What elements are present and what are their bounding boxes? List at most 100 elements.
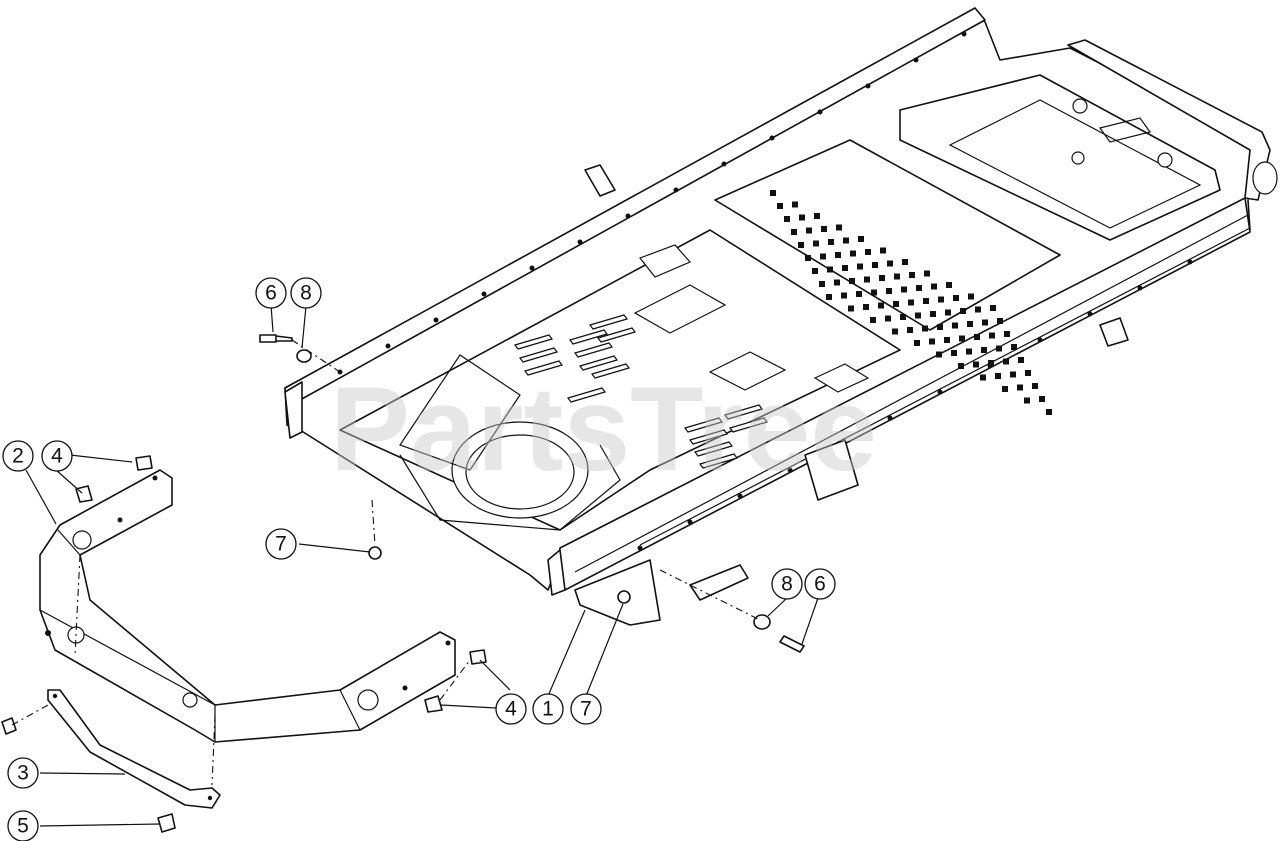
perforation (842, 265, 848, 271)
watermark-text: PartsTree (330, 362, 877, 496)
perforation (863, 304, 869, 310)
perforation (952, 322, 958, 329)
rail-hole (481, 291, 487, 297)
perforation (1017, 384, 1023, 391)
perforation (848, 305, 854, 312)
callout-7-right[interactable]: 7 (570, 693, 602, 725)
perforation (1025, 370, 1031, 376)
callout-4-lower[interactable]: 4 (495, 693, 527, 725)
perforation (791, 229, 797, 235)
rear-deck-plate (899, 74, 1221, 241)
perforation (886, 288, 892, 294)
side-tab (689, 564, 749, 601)
slot (519, 347, 558, 363)
perforation (857, 263, 863, 270)
front-left-bracket (284, 381, 303, 439)
callout-7-left[interactable]: 7 (265, 528, 297, 560)
perforation (997, 318, 1003, 324)
callout-5[interactable]: 5 (7, 810, 39, 841)
screw-right-b (424, 695, 443, 713)
perforation (1002, 386, 1008, 392)
perforation (959, 335, 965, 342)
slot (684, 417, 723, 433)
perforation (770, 190, 776, 196)
perforation (828, 239, 834, 245)
perforation (901, 286, 907, 293)
perforation (914, 340, 920, 346)
perforation (814, 213, 820, 219)
perforation (878, 302, 884, 309)
callout-7-right-label: 7 (580, 698, 592, 721)
rail-hole (887, 415, 893, 421)
callout-5-label: 5 (17, 815, 29, 838)
perforation (885, 315, 891, 322)
perforation (843, 237, 849, 244)
callout-6-upper[interactable]: 6 (255, 277, 287, 309)
slot (699, 453, 738, 469)
perforation (799, 214, 805, 221)
callout-3-label: 3 (17, 762, 29, 785)
slot (589, 314, 628, 330)
rail-hole (385, 343, 391, 349)
perforation (893, 301, 899, 307)
callout-8-lower[interactable]: 8 (771, 568, 803, 600)
perforation (777, 203, 783, 209)
slot (579, 355, 618, 371)
perforation (879, 275, 885, 281)
perforation (1018, 357, 1024, 363)
perforation (900, 314, 906, 320)
rail-hole (625, 213, 631, 219)
perforation (924, 270, 930, 277)
bolt-lower-right (779, 635, 805, 653)
rail-hole (1037, 337, 1043, 343)
perforation (872, 262, 878, 268)
front-bumper (39, 469, 456, 743)
callout-8-upper[interactable]: 8 (290, 277, 322, 309)
perforation (1003, 358, 1009, 365)
callout-6-upper-label: 6 (265, 282, 277, 305)
rear-pin (1099, 317, 1129, 347)
perforation (907, 327, 913, 333)
perforation (1004, 331, 1010, 337)
rail-hole (1187, 259, 1193, 265)
callout-1[interactable]: 1 (532, 693, 564, 725)
nut-upper-left (296, 349, 312, 363)
rail-hole (817, 109, 823, 115)
slot (574, 342, 613, 358)
perforation (929, 338, 935, 345)
rail-hole (1087, 311, 1093, 317)
callout-4-upper[interactable]: 4 (41, 440, 73, 472)
perforation (806, 227, 812, 234)
perforation (951, 350, 957, 356)
perforation (871, 289, 877, 296)
front-right-corner (547, 549, 566, 596)
perforation (827, 266, 833, 273)
perforation (953, 295, 959, 301)
rail-hole (913, 57, 919, 63)
screw-right-a (469, 649, 487, 665)
main-frame-assembly (284, 7, 1278, 626)
perforation (915, 312, 921, 319)
nut-lower-right (753, 614, 771, 630)
callout-8-lower-label: 8 (781, 573, 793, 596)
callout-6-lower[interactable]: 6 (804, 568, 836, 600)
callout-8-upper-label: 8 (300, 282, 312, 305)
callout-2[interactable]: 2 (2, 440, 34, 472)
perforation (826, 294, 832, 300)
perforation (902, 259, 908, 265)
perforation (995, 373, 1001, 379)
slot (514, 334, 553, 350)
assembly-lines (11, 339, 761, 786)
callout-2-label: 2 (12, 445, 24, 468)
slot (694, 441, 733, 457)
rail-hole (865, 83, 871, 89)
perforation (966, 348, 972, 355)
rail-hole (1137, 285, 1143, 291)
callout-3[interactable]: 3 (7, 757, 39, 789)
perforation (945, 309, 951, 316)
screw-bottom (157, 813, 176, 833)
rail-hole (987, 363, 993, 369)
perforation-pattern (770, 190, 1052, 415)
